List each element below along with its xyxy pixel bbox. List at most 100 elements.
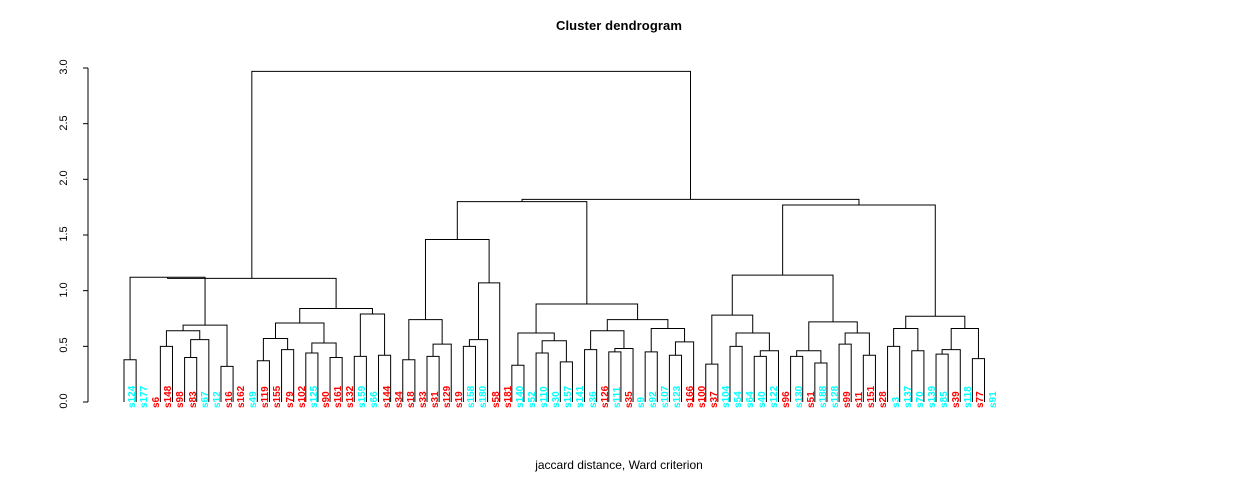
leaf-label: s99 [842,391,854,408]
dendrogram-link [935,353,949,402]
leaf-label: s28 [878,391,890,408]
y-axis-tick-label: 3.0 [58,59,70,75]
leaf-label: s33 [417,391,429,408]
leaf-label: s125 [308,385,320,408]
leaf-label: s79 [284,391,296,408]
leaf-label: s129 [442,385,454,408]
leaf-label: s92 [648,391,660,408]
leaf-label: s51 [805,391,817,408]
leaf-label: s52 [526,391,538,408]
leaf-label: s16 [223,391,235,408]
leaf-label: s157 [563,385,575,408]
leaf-label: s37 [708,391,720,408]
dendrogram-link [711,314,754,365]
dendrogram-link [165,330,201,347]
leaf-label: s11 [854,391,866,408]
dendrogram-link [456,201,588,305]
leaf-label: s139 [926,385,938,408]
leaf-label: s104 [720,385,732,408]
leaf-label: s40 [757,391,769,408]
leaf-label: s124 [127,385,138,408]
leaf-label: s155 [272,385,284,408]
leaf-label: s77 [975,391,987,408]
leaf-label: s151 [866,385,878,408]
leaf-label: s166 [684,385,696,408]
leaf-label: s111 [611,386,623,408]
leaf-label: s12 [211,391,223,408]
leaf-label: s19 [454,391,466,408]
leaf-label: s96 [781,391,793,408]
leaf-label: s188 [817,385,829,408]
dendrogram-link [424,238,490,320]
leaf-label: s132 [345,385,357,408]
leaf-label: s180 [478,385,490,408]
dendrogram-link [251,70,692,279]
leaf-label: s162 [236,385,248,408]
leaf-label: s137 [902,385,914,408]
leaf-label: s118 [963,386,975,408]
dendrogram-link [911,350,925,402]
leaf-label: s9 [636,396,648,408]
leaf-label: s90 [320,391,332,408]
dendrogram-link [521,198,860,205]
dendrogram-tree [123,70,986,402]
dendrogram-link [759,350,779,402]
leaf-label: s85 [939,391,951,408]
leaf-label: s144 [381,385,393,408]
leaf-label: s177 [139,385,151,408]
y-axis-tick-label: 2.0 [58,170,70,186]
dendrogram-link [650,328,686,352]
dendrogram-link [329,356,343,402]
dendrogram-link [541,340,567,362]
dendrogram-link [893,328,919,351]
leaf-label: s36 [587,391,599,408]
dendrogram-link [408,319,443,360]
leaf-label: s83 [187,391,199,408]
dendrogram-link [606,319,669,331]
leaf-label: s30 [551,391,563,408]
y-axis-tick-label: 1.5 [58,226,70,242]
leaf-label: s130 [793,385,805,408]
leaf-label: s6 [151,396,163,408]
dendrogram-link [478,282,501,402]
y-axis [83,67,89,403]
y-axis-tick-label: 2.5 [58,115,70,131]
dendrogram-link [256,360,270,402]
dendrogram-link [782,204,936,317]
dendrogram-link [905,315,966,329]
leaf-label: s31 [430,391,441,408]
leaf-label: s102 [296,385,308,408]
dendrogram-link [311,342,337,358]
dendrogram-link [705,363,719,402]
dendrogram-link [299,307,373,323]
leaf-label: s3 [890,396,902,408]
dendrogram-link [590,330,625,350]
page-title: Cluster dendrogram [555,18,683,33]
leaf-label: s110 [539,386,551,408]
dendrogram-link [167,277,337,309]
leaf-label: s98 [175,391,187,408]
dendrogram-link [838,343,852,402]
x-axis-label: jaccard distance, Ward criterion [535,458,703,472]
dendrogram-link [887,345,901,402]
y-axis-tick-label: 0.0 [58,393,70,409]
dendrogram-link [275,322,325,343]
leaf-label: s58 [490,391,502,408]
dendrogram-link [129,276,206,360]
dendrogram-link [359,313,386,357]
leaf-label: s123 [672,385,684,408]
leaf-label: s128 [829,385,841,408]
dendrogram-link [808,321,858,351]
dendrogram-link [432,343,452,402]
dendrogram-link [950,328,979,359]
leaf-label: s54 [733,391,744,408]
dendrogram-link [535,303,639,333]
leaf-label: s148 [163,385,175,408]
leaf-label: s161 [333,385,345,408]
leaf-label: s18 [405,391,417,408]
leaf-label: s67 [199,391,211,408]
y-axis-tick-label: 0.5 [58,337,70,353]
leaf-label: s34 [393,391,405,408]
leaf-label: s159 [357,385,369,408]
